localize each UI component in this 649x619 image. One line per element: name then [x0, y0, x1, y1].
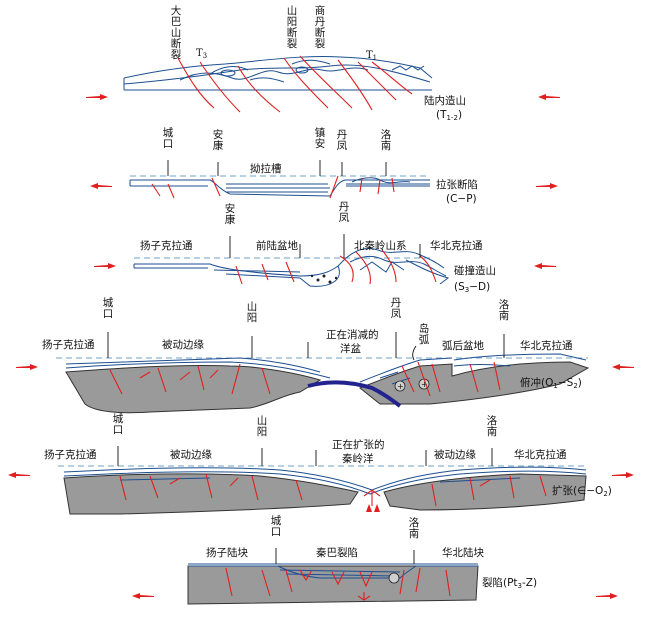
arrow-left-p4 [612, 364, 634, 370]
arrow-left-p1 [86, 94, 108, 100]
label-ankang-p3: 安康 [225, 202, 236, 226]
faults-p4 [109, 361, 501, 395]
arrow-left-p3 [534, 263, 556, 269]
stage-label-p5: 扩张(∈−O2) [552, 484, 612, 498]
label-arc: 岛弧 [419, 322, 430, 346]
arrow-left-p5 [8, 472, 30, 478]
label-ncc-p5: 华北克拉通 [514, 448, 567, 461]
faults-p6 [225, 567, 451, 601]
rift-basin-sediments [299, 569, 400, 588]
panel-spreading: 城口 山阳 洛南 扬子克拉通 被动边缘 正在扩张的 秦岭洋 被动边缘 华北克拉通… [8, 413, 634, 515]
label-ncb: 华北陆块 [442, 546, 484, 559]
fault-name-labels: 大巴山断裂 山阳断裂 商丹断裂 T3 T1 [171, 4, 377, 62]
arrow-right-p2 [536, 183, 558, 189]
label-chengkou-p4: 城口 [103, 297, 114, 320]
locality-labels-p4: 城口 山阳 丹凤 洛南 [103, 297, 510, 361]
faults-p5 [119, 473, 547, 507]
label-ocean-p4-line2: 洋盆 [340, 342, 361, 355]
island-arc: + + [394, 361, 441, 397]
label-zhenan-p2: 镇安 [315, 126, 326, 150]
panel-subduction: + + 城口 山阳 丹凤 洛南 扬子克拉通 被动边缘 正在消减的 洋盆 岛弧 弧… [16, 297, 634, 414]
normal-faults-p2 [151, 175, 395, 199]
label-nqinling: 北秦岭山系 [354, 239, 407, 252]
shanyang-fault-label: 山阳断裂 [287, 5, 298, 50]
label-trough: 拗拉槽 [250, 162, 282, 175]
label-ocean-p5-line1: 正在扩张的 [332, 438, 385, 451]
label-passive-p4: 被动边缘 [162, 338, 204, 351]
stage-period-p3: (S3−D) [454, 281, 490, 294]
label-ocean-p5-line2: 秦岭洋 [342, 452, 374, 465]
label-yangtze-p3: 扬子克拉通 [140, 239, 193, 252]
label-rift: 秦巴裂陷 [316, 546, 358, 559]
label-luonan-p6: 洛南 [409, 516, 420, 540]
locality-labels-p3: 安康 丹凤 [225, 201, 421, 258]
label-luonan-p4: 洛南 [499, 298, 510, 322]
label-ncc-p3: 华北克拉通 [430, 239, 483, 252]
stage-period-p2: (C−P) [446, 193, 477, 205]
stage-label-p2: 拉张断陷 [436, 178, 478, 191]
label-danfeng-p2: 丹凤 [337, 129, 348, 152]
t1-label: T1 [366, 50, 377, 62]
arrow-left-p2 [90, 183, 112, 189]
panel-intracontinental-orogeny: 大巴山断裂 山阳断裂 商丹断裂 T3 T1 陆内造山 (T1-2) [86, 4, 560, 122]
label-passive-p5-right: 被动边缘 [434, 448, 476, 461]
locality-labels-p6: 城口 洛南 [271, 515, 420, 564]
label-yangtze-p4: 扬子克拉通 [42, 338, 95, 351]
label-luonan-p5: 洛南 [487, 414, 498, 438]
stage-label-p3: 碰撞造山 [454, 264, 496, 277]
label-luonan-p2: 洛南 [381, 128, 392, 152]
label-passive-p5-left: 被动边缘 [170, 448, 212, 461]
label-backarc: 弧后盆地 [442, 339, 484, 352]
thrust-faults-p3 [235, 249, 437, 285]
stage-period-p1: (T1-2) [436, 109, 462, 122]
foreland-sediments [310, 274, 338, 284]
label-ankang-p2: 安康 [213, 128, 224, 152]
t3-label: T3 [196, 48, 207, 60]
svg-text:+: + [397, 382, 404, 391]
stage-label-p1: 陆内造山 [424, 94, 466, 107]
panel-extensional-rifting: 城口 安康 镇安 丹凤 洛南 拗拉槽 拉张断陷 (C−P) [90, 126, 558, 205]
locality-labels-p2: 城口 安康 镇安 丹凤 洛南 [163, 126, 392, 176]
label-chengkou-p2: 城口 [163, 127, 174, 150]
label-chengkou-p5: 城口 [113, 413, 124, 436]
label-shanyang-p4: 山阳 [247, 301, 258, 324]
shangdan-fault-label: 商丹断裂 [315, 4, 326, 50]
dabashan-fault-label: 大巴山断裂 [171, 4, 182, 61]
svg-text:+: + [421, 380, 428, 389]
label-shanyang-p5: 山阳 [257, 415, 268, 438]
panel-rifting: 城口 洛南 扬子陆块 秦巴裂陷 华北陆块 裂陷(Pt3-Z) [132, 515, 618, 605]
label-foreland: 前陆盆地 [256, 239, 298, 252]
label-ocean-p4-line1: 正在消减的 [326, 328, 379, 341]
arrow-right-p4 [16, 364, 38, 370]
stage-label-p4: 俯冲(O1−S2) [520, 376, 582, 390]
panel-collisional-orogeny: 安康 丹凤 扬子克拉通 前陆盆地 北秦岭山系 华北克拉通 碰撞造山 (S3−D) [94, 201, 556, 294]
arrow-right-p3 [94, 263, 116, 269]
arrow-right-p1 [538, 94, 560, 100]
label-danfeng-p3: 丹凤 [339, 201, 350, 224]
thrust-faults [177, 55, 413, 113]
arrow-right-p6 [596, 593, 618, 599]
arrow-left-p6 [132, 593, 154, 599]
label-chengkou-p6: 城口 [271, 515, 282, 538]
stage-label-p6: 裂陷(Pt3-Z) [482, 576, 537, 590]
spreading-ridge [363, 489, 381, 512]
label-ncc-p4: 华北克拉通 [520, 339, 573, 352]
arrow-right-p5 [612, 472, 634, 478]
label-danfeng-p4: 丹凤 [391, 297, 402, 320]
label-yangtze-p5: 扬子克拉通 [44, 448, 97, 461]
label-yangtze-block: 扬子陆块 [206, 546, 248, 559]
locality-labels-p5: 城口 山阳 洛南 [113, 413, 498, 466]
